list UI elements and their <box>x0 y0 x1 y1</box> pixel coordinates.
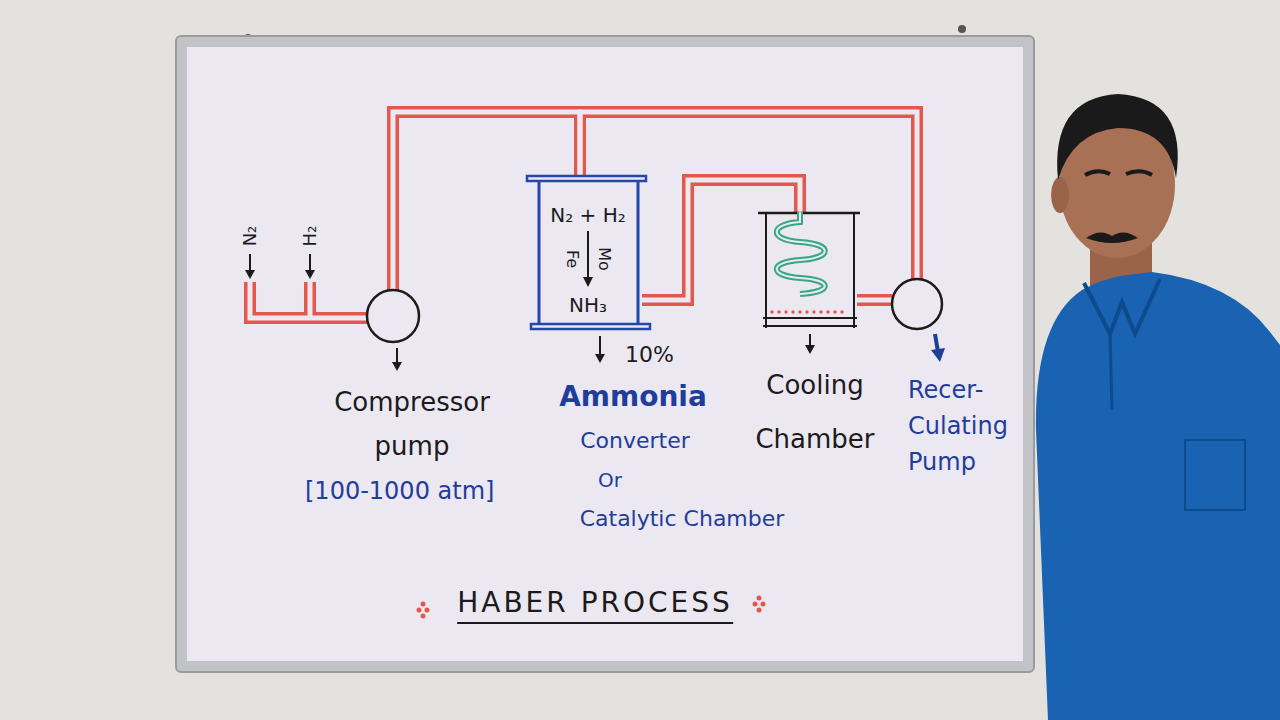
board-surface <box>187 47 1023 661</box>
dot <box>753 602 758 607</box>
chamber-lid <box>758 212 860 215</box>
inlet-arrow <box>250 254 310 272</box>
arrow-head <box>245 270 255 279</box>
pump-circle <box>892 279 942 329</box>
collar <box>1084 279 1160 334</box>
liquid-ammonia-dot <box>819 310 822 313</box>
liquid-ammonia-dot <box>791 310 794 313</box>
liquid-ammonia-dot <box>770 310 773 313</box>
eyebrows <box>1085 171 1152 175</box>
converter-cap <box>531 324 650 329</box>
recirculating-pump: Recer- Culating Pump <box>890 277 944 331</box>
converter-body <box>539 181 638 324</box>
board-peg <box>958 25 966 33</box>
chamber-wall <box>765 213 767 328</box>
process-pipe <box>857 300 892 301</box>
liquid-ammonia-dot <box>826 310 829 313</box>
arrow-line <box>599 336 601 356</box>
liquid-ammonia-dot <box>812 310 815 313</box>
unit-name: Or <box>598 468 622 492</box>
dot <box>761 602 766 607</box>
outlet-arrow <box>397 334 810 364</box>
liquid-ammonia-dot <box>805 310 808 313</box>
chamber-floor <box>763 325 857 327</box>
arrow-line <box>396 348 398 364</box>
dot <box>757 596 762 601</box>
reactant-formula: N₂ + H₂ <box>550 203 626 227</box>
unit-name: Catalytic Chamber <box>580 506 785 532</box>
inlet-pipe <box>250 282 369 318</box>
pipe-core <box>857 298 892 303</box>
presenter <box>1036 94 1280 720</box>
chamber-wall <box>853 213 855 328</box>
unit-name: Compressor pump <box>327 380 497 468</box>
diagram-title: HABER PROCESS <box>457 586 733 624</box>
cooling-chamber: Cooling Chamber <box>763 212 857 328</box>
liquid-ammonia-dot <box>840 310 843 313</box>
unit-outline <box>365 288 421 344</box>
arrow-head <box>392 362 402 371</box>
cooling-coil-core <box>777 212 825 294</box>
dot <box>417 608 422 613</box>
converter-cap <box>527 176 646 181</box>
chamber-floor <box>763 317 857 319</box>
arrow-head <box>595 354 605 363</box>
reaction-arrow-head <box>583 277 593 287</box>
compressor-pump: Compressor pump <box>365 288 421 344</box>
hair <box>1057 94 1178 180</box>
dot <box>425 608 430 613</box>
reaction-arrow <box>587 231 589 279</box>
ear <box>1051 177 1069 213</box>
dot <box>421 614 426 619</box>
arrow-line <box>249 254 251 272</box>
yield-percent: 10% <box>625 342 674 368</box>
unit-name: Ammonia <box>559 380 707 414</box>
pump-circle <box>367 290 419 342</box>
unit-name: Cooling Chamber <box>748 358 883 466</box>
catalyst-symbol: Mo <box>594 247 613 271</box>
liquid-ammonia-dot <box>798 310 801 313</box>
shirt <box>1036 272 1280 720</box>
pipe-wall <box>250 282 369 318</box>
arrow-head <box>305 270 315 279</box>
placket <box>1110 334 1112 410</box>
dot <box>421 602 426 607</box>
board-frame <box>176 36 1034 672</box>
liquid-ammonia-dot <box>833 310 836 313</box>
product-formula: NH₃ <box>569 293 607 317</box>
cooling-coil <box>777 212 825 294</box>
converter-wall <box>637 181 640 324</box>
converter-wall <box>538 181 541 324</box>
liquid-ammonia-dot <box>777 310 780 313</box>
arrow-head <box>805 345 815 354</box>
gas-label: H₂ <box>299 226 321 247</box>
unit-name: Recer- Culating Pump <box>908 372 1028 480</box>
ammonia-converter: N₂ + H₂FeMoNH₃AmmoniaConverterOrCatalyti… <box>535 175 642 330</box>
chamber-body <box>766 213 854 328</box>
arrow-line <box>309 254 311 272</box>
pressure-range: [100-1000 atm] <box>305 477 494 506</box>
mustache <box>1086 232 1138 243</box>
pipe-core <box>250 282 369 318</box>
pipe-wall <box>857 294 892 306</box>
unit-outline <box>890 277 944 331</box>
dot <box>757 608 762 613</box>
arrow-head <box>931 348 945 362</box>
gas-label: N₂ <box>239 226 261 247</box>
unit-name: Converter <box>580 428 690 454</box>
liquid-ammonia-dot <box>784 310 787 313</box>
unit-outline <box>763 212 857 328</box>
pocket <box>1185 440 1245 510</box>
catalyst-symbol: Fe <box>562 250 581 268</box>
